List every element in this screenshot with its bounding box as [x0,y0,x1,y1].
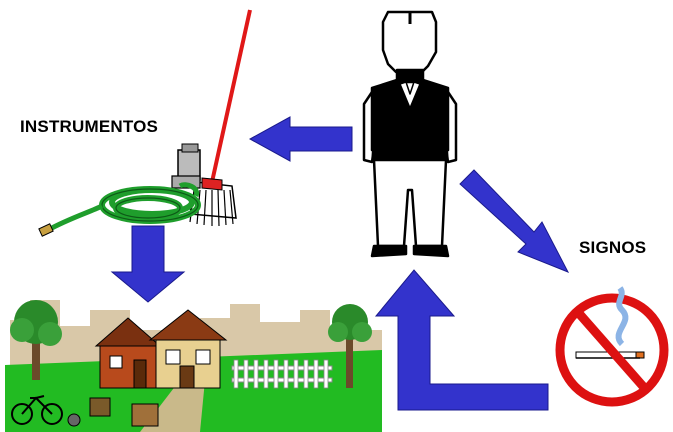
garden-tools-icon [39,10,250,236]
no-smoking-icon [560,288,664,402]
arrow-man-to-instruments [250,117,352,161]
arrow-man-to-signs [460,170,568,272]
arrow-signs-to-man [376,270,548,410]
garden-scene [5,300,382,432]
arrow-instruments-to-garden [112,226,184,302]
man-figure [364,12,456,256]
